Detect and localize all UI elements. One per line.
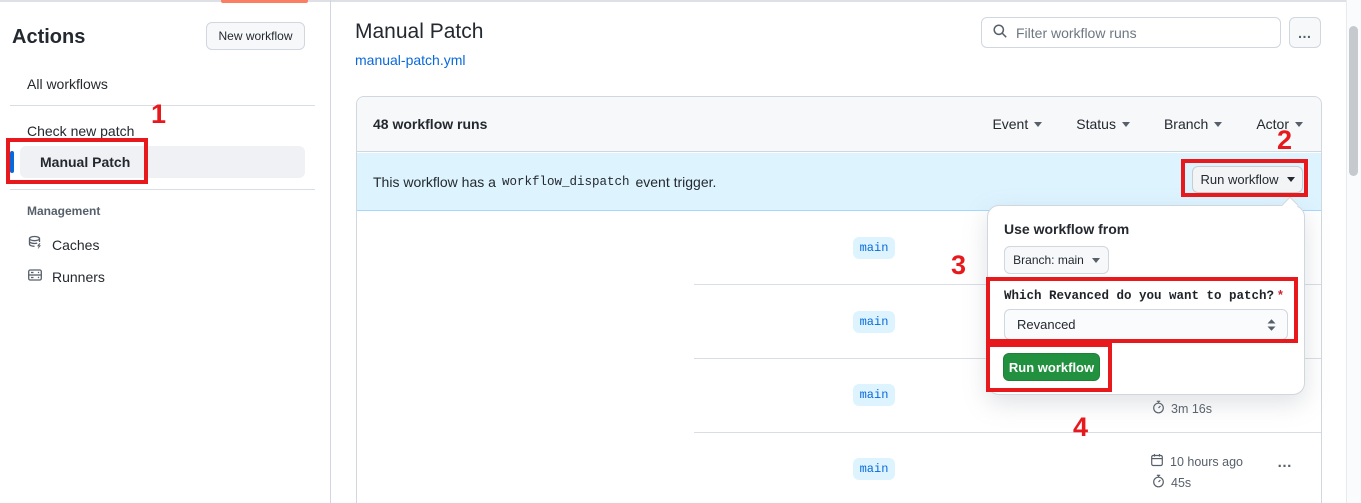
sidebar-item-caches[interactable]: Caches [27, 235, 99, 254]
banner-text-after: event trigger. [635, 173, 717, 190]
run-workflow-popup: Use workflow from Branch: main Which Rev… [987, 196, 1305, 395]
stopwatch-icon [1152, 474, 1165, 491]
divider [694, 432, 1321, 433]
chevron-down-icon [1034, 121, 1043, 127]
run-duration: 3m 16s [1152, 400, 1212, 417]
revanced-select[interactable]: Revanced [1004, 309, 1288, 340]
annotation-number-1: 1 [151, 99, 167, 129]
required-asterisk: * [1278, 288, 1283, 302]
sidebar-item-check-new-patch[interactable]: Check new patch [27, 123, 135, 139]
sidebar-item-manual-patch[interactable] [20, 146, 305, 178]
run-date: 10 hours ago [1150, 453, 1243, 470]
chevron-down-icon [1091, 257, 1100, 263]
filter-actor[interactable]: Actor [1256, 116, 1303, 132]
branch-badge[interactable]: main [853, 311, 895, 333]
filter-runs-searchbox[interactable] [981, 17, 1281, 48]
workflow-file-link[interactable]: manual-patch.yml [355, 52, 466, 68]
chevron-down-icon [1121, 121, 1130, 127]
run-duration: 45s [1152, 474, 1191, 491]
runs-list-header: 48 workflow runs Event Status Branch Act… [357, 97, 1321, 152]
banner-text-before: This workflow has a [373, 173, 496, 190]
runs-count: 48 workflow runs [373, 116, 488, 132]
chevron-down-icon [1214, 121, 1223, 127]
top-border-line [0, 0, 1361, 2]
sidebar-item-runners-label[interactable]: Runners [52, 268, 105, 285]
filter-branch[interactable]: Branch [1164, 116, 1223, 132]
filter-event[interactable]: Event [992, 116, 1043, 132]
chevron-down-icon [1295, 121, 1303, 127]
page-more-button[interactable]: … [1289, 17, 1321, 48]
branch-badge[interactable]: main [853, 458, 895, 480]
popup-heading: Use workflow from [1004, 221, 1130, 237]
divider [10, 189, 315, 190]
run-more-button[interactable]: … [1277, 454, 1293, 471]
divider [10, 105, 315, 106]
runners-icon [27, 267, 43, 286]
search-input[interactable] [1016, 24, 1280, 41]
sidebar-item-runners[interactable]: Runners [27, 267, 105, 286]
cache-icon [27, 235, 43, 254]
workflow-dispatch-banner: This workflow has a workflow_dispatch ev… [357, 153, 1321, 211]
run-workflow-dropdown-button[interactable]: Run workflow [1192, 166, 1303, 193]
filter-status[interactable]: Status [1076, 116, 1130, 132]
branch-badge[interactable]: main [853, 237, 895, 259]
chevron-down-icon [1286, 177, 1295, 182]
run-workflow-submit-button[interactable]: Run workflow [1003, 353, 1100, 381]
sidebar-item-all-workflows[interactable]: All workflows [27, 76, 108, 92]
stopwatch-icon [1152, 400, 1165, 417]
select-arrows-icon [1267, 318, 1276, 331]
tab-accent-bar [221, 0, 308, 3]
calendar-icon [1150, 453, 1164, 470]
search-icon [992, 23, 1008, 42]
branch-select-button[interactable]: Branch: main [1004, 246, 1109, 274]
sidebar-title: Actions [12, 26, 86, 48]
sidebar-item-manual-patch-label[interactable]: Manual Patch [40, 154, 131, 170]
sidebar-item-caches-label[interactable]: Caches [52, 236, 100, 253]
page-title: Manual Patch [355, 20, 484, 43]
banner-code: workflow_dispatch [501, 174, 630, 189]
new-workflow-button[interactable]: New workflow [206, 22, 305, 50]
workflow-input-label: Which Revanced do you want to patch?* [1004, 288, 1283, 303]
branch-badge[interactable]: main [853, 384, 895, 406]
sidebar-separator [330, 0, 331, 503]
management-section-label: Management [27, 204, 101, 218]
selected-accent-bar [10, 151, 14, 173]
scrollbar-thumb[interactable] [1349, 26, 1358, 176]
runs-filters: Event Status Branch Actor [992, 116, 1303, 132]
